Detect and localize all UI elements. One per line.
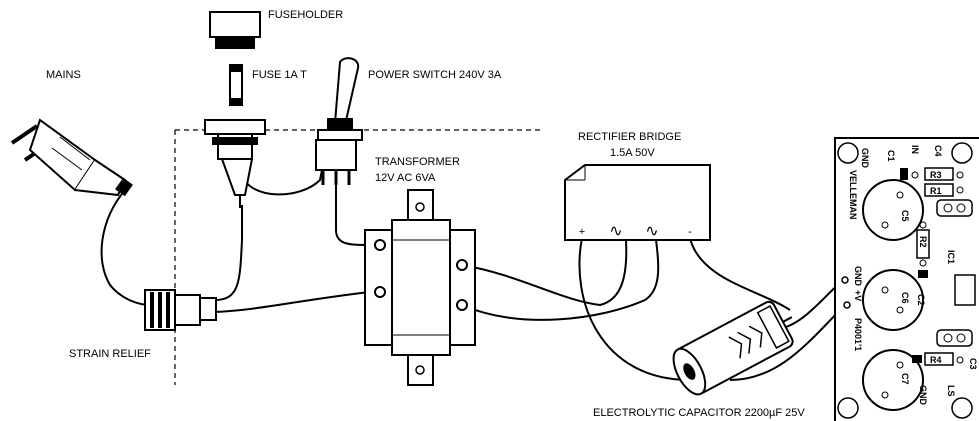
pcb-in-label: IN — [910, 145, 920, 154]
transformer-rating-label: 12V AC 6VA — [375, 172, 436, 184]
fuseholder-label: FUSEHOLDER — [268, 9, 343, 21]
rectifier-ac2-terminal: ∿ — [645, 221, 658, 240]
pcb-r2-label: R2 — [918, 236, 928, 248]
rectifier-rating-label: 1.5A 50V — [610, 147, 655, 159]
pcb-c4-label: C4 — [933, 145, 943, 157]
electrolytic-capacitor-icon — [672, 300, 794, 396]
strain-relief-icon — [144, 289, 217, 331]
mains-cord — [100, 189, 151, 306]
wires — [100, 169, 846, 381]
rectifier-minus-terminal: - — [688, 226, 692, 238]
pcb-r3-label: R3 — [930, 170, 942, 180]
rectifier-plus-terminal: + — [579, 226, 585, 238]
transformer-icon — [364, 189, 476, 386]
transformer-title-label: TRANSFORMER — [375, 156, 460, 168]
pcb-plus-v-label: +V — [853, 290, 863, 301]
pcb-c3-label: C3 — [968, 358, 978, 370]
pcb-brand-label: VELLEMAN — [848, 170, 858, 220]
power-switch-icon — [315, 57, 363, 185]
wire-switch-to-transformer — [335, 185, 371, 246]
wire-fuse-to-switch — [241, 169, 323, 196]
pcb-c1-label: C1 — [886, 150, 896, 162]
pcb-c6-label: C6 — [900, 292, 910, 304]
pcb-gnd-mid-label: GND — [853, 266, 863, 287]
strain-relief-label: STRAIN RELIEF — [69, 348, 151, 360]
pcb-c5-label: C5 — [900, 210, 910, 222]
wire-strain-to-transformer — [214, 291, 371, 313]
pcb-model-label: P4001'1 — [853, 318, 863, 351]
pcb-r1-label: R1 — [930, 186, 942, 196]
wire-rectifier-plus — [578, 237, 691, 381]
rectifier-title-label: RECTIFIER BRIDGE — [578, 131, 681, 143]
pcb-r4-label: R4 — [930, 355, 942, 365]
fuseholder-body-icon — [204, 119, 266, 208]
pcb-gnd-top-label: GND — [860, 148, 870, 169]
pcb-c7-label: C7 — [900, 373, 910, 385]
fuseholder-cap-icon — [209, 11, 261, 49]
fuse-icon — [229, 64, 243, 106]
pcb-ic1-label: IC1 — [946, 250, 956, 264]
wire-secondary-2 — [461, 239, 660, 321]
pcb-ls-label: LS — [946, 385, 956, 397]
power-switch-label: POWER SWITCH 240V 3A — [368, 69, 502, 81]
fuse-label: FUSE 1A T — [252, 69, 307, 81]
capacitor-label: ELECTROLYTIC CAPACITOR 2200µF 25V — [593, 407, 805, 419]
rectifier-bridge-icon — [564, 164, 711, 241]
wire-rectifier-minus — [689, 237, 791, 311]
wire-cap-to-plus-v — [729, 304, 846, 381]
pcb-board-icon — [834, 137, 979, 421]
pcb-c2-label: C2 — [916, 294, 926, 306]
mains-plug-icon — [10, 118, 133, 197]
rectifier-ac1-terminal: ∿ — [609, 221, 622, 240]
wire-strain-to-fuse — [214, 205, 243, 301]
mains-label: MAINS — [46, 69, 81, 81]
wire-secondary-1 — [461, 239, 628, 307]
pcb-gnd-bottom-label: GND — [918, 385, 928, 406]
